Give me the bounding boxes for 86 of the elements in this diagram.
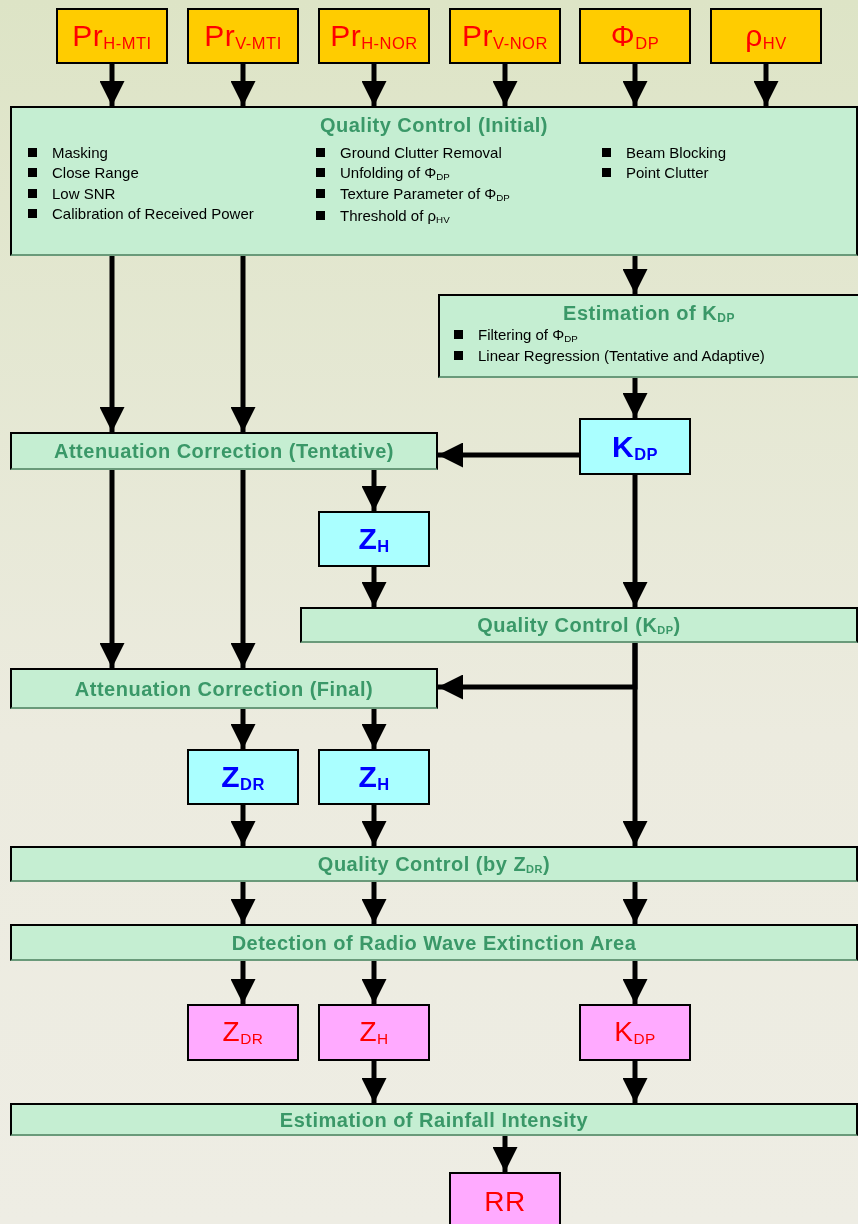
bullet-item: Point Clutter [600, 164, 840, 182]
arrow [753, 64, 779, 106]
arrow [492, 1136, 518, 1172]
variable-label: Pr$_{V-MTI}$ [204, 19, 282, 53]
output-box [449, 1172, 561, 1224]
arrow [361, 805, 387, 846]
arrow [438, 442, 579, 468]
arrow [230, 882, 256, 924]
variable-label: Pr$_{H-NOR}$ [330, 19, 418, 53]
process-bar [10, 1103, 858, 1136]
process-box [438, 294, 858, 378]
bullet-item: Texture Parameter of Φ$_{DP}$ [314, 185, 574, 204]
variable-label: Φ$_{DP}$ [610, 19, 660, 53]
arrow [230, 709, 256, 749]
arrow [622, 256, 648, 294]
arrow [99, 470, 125, 668]
arrow [361, 567, 387, 607]
arrow [361, 709, 387, 749]
arrow [622, 475, 648, 607]
step-label: Detection of Radio Wave Extinction Area [231, 931, 637, 954]
variable-box [318, 511, 430, 567]
input-box [318, 8, 430, 64]
input-box [56, 8, 168, 64]
variable-label: Pr$_{V-NOR}$ [462, 19, 548, 53]
box-title: Quality Control (Initial) [319, 114, 548, 136]
arrow [361, 1061, 387, 1103]
process-bar [10, 846, 858, 882]
arrow [230, 256, 256, 432]
variable-box [187, 749, 299, 805]
arrow [622, 882, 648, 924]
bullet-item: Linear Regression (Tentative and Adaptive) [452, 347, 852, 365]
output-box [187, 1004, 299, 1061]
arrow [622, 643, 648, 846]
variable-label: K$_{DP}$ [611, 429, 659, 464]
arrow [361, 961, 387, 1004]
variable-box [318, 749, 430, 805]
arrow [99, 64, 125, 106]
process-bar [10, 668, 438, 709]
input-box [187, 8, 299, 64]
process-bar [300, 607, 858, 643]
variable-label: Z$_{H}$ [358, 760, 390, 794]
bullet-item: Threshold of ρ$_{HV}$ [314, 206, 574, 225]
process-bar [10, 432, 438, 470]
arrow [622, 961, 648, 1004]
arrow [230, 470, 256, 668]
arrow [622, 64, 648, 106]
arrow [361, 470, 387, 511]
step-label: Quality Control (K$_{DP}$) [477, 613, 681, 637]
variable-label: Z$_{H}$ [358, 522, 390, 556]
arrow [230, 805, 256, 846]
box-title: Estimation of K$_{DP}$ [563, 302, 735, 326]
variable-label: Z$_{DR}$ [222, 1017, 264, 1048]
arrow [492, 64, 518, 106]
variable-label: RR [484, 1186, 526, 1218]
bullet-item: Filtering of Φ$_{DP}$ [452, 326, 852, 345]
output-box [579, 1004, 691, 1061]
bullet-item: Ground Clutter Removal [314, 144, 574, 162]
variable-label: Z$_{H}$ [359, 1017, 389, 1048]
bullet-item: Masking [26, 144, 296, 162]
process-box [10, 106, 858, 256]
arrow [99, 256, 125, 432]
variable-label: Z$_{DR}$ [221, 760, 265, 794]
arrow [361, 882, 387, 924]
variable-box [579, 418, 691, 475]
variable-label: K$_{DP}$ [614, 1017, 656, 1048]
arrow [622, 1061, 648, 1103]
arrow [361, 64, 387, 106]
bullet-item: Close Range [26, 164, 296, 182]
input-box [579, 8, 691, 64]
bullet-item: Unfolding of Φ$_{DP}$ [314, 164, 574, 183]
arrow [230, 64, 256, 106]
step-label: Attenuation Correction (Final) [74, 677, 374, 700]
arrow [622, 378, 648, 418]
step-label: Estimation of Rainfall Intensity [279, 1108, 589, 1131]
output-box [318, 1004, 430, 1061]
input-box [449, 8, 561, 64]
variable-label: Pr$_{H-MTI}$ [72, 19, 152, 53]
arrow [230, 961, 256, 1004]
process-bar [10, 924, 858, 961]
step-label: Attenuation Correction (Tentative) [54, 440, 394, 462]
bullet-item: Calibration of Received Power [26, 204, 296, 222]
input-box [710, 8, 822, 64]
bullet-item: Beam Blocking [600, 144, 840, 162]
variable-label: ρ$_{HV}$ [745, 19, 787, 53]
bullet-item: Low SNR [26, 184, 296, 202]
step-label: Quality Control (by Z$_{DR}$) [317, 852, 551, 876]
